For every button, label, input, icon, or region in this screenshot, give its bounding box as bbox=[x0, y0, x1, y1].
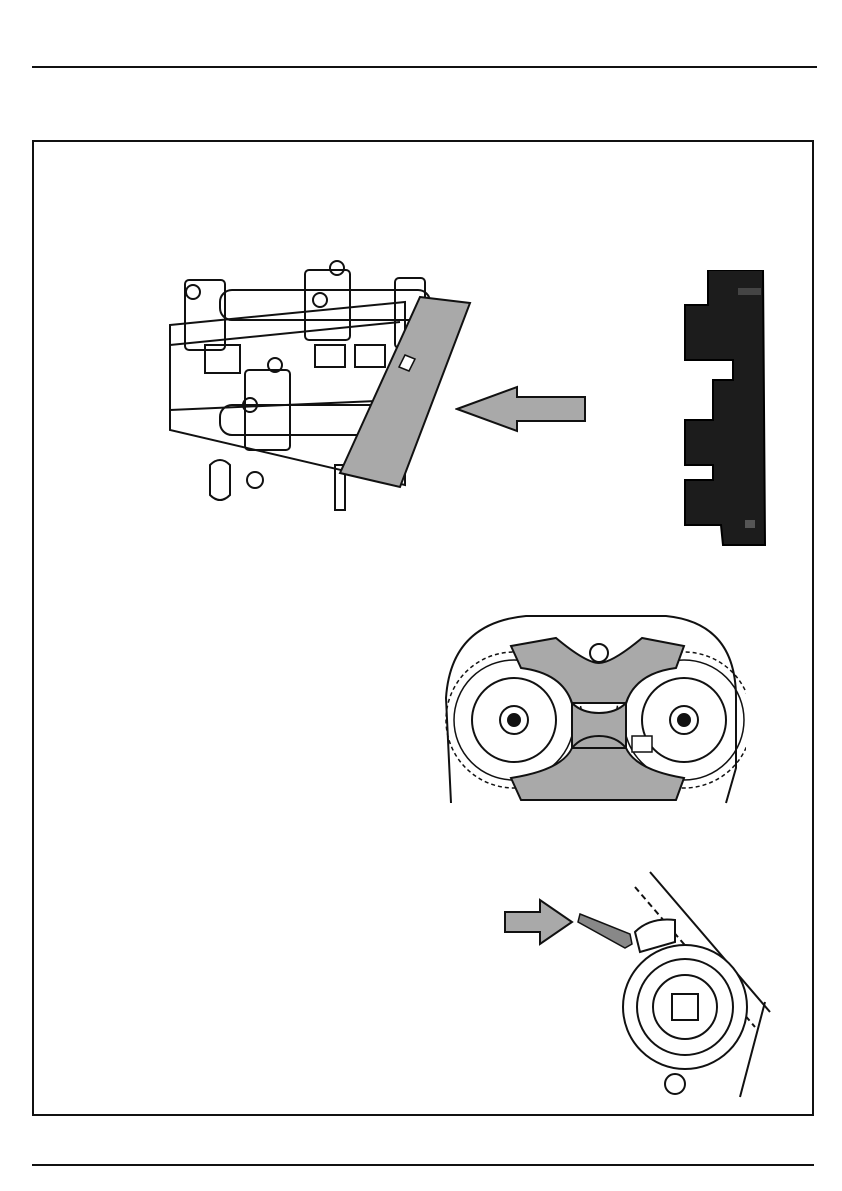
footer-rule bbox=[32, 1164, 814, 1166]
camshaft-locking-plate-figure bbox=[165, 250, 595, 525]
tensioner-pin-insertion-figure bbox=[500, 862, 780, 1102]
arrow-left-icon bbox=[455, 385, 590, 433]
cam-pulley-holding-tool-figure bbox=[436, 608, 746, 808]
header-rule bbox=[32, 66, 817, 68]
locking-bar-tool-figure bbox=[683, 270, 773, 550]
locking-plate-icon bbox=[335, 295, 475, 490]
tensioner-pulley-icon bbox=[500, 862, 780, 1102]
locking-pin-icon bbox=[578, 914, 632, 948]
arrow-right-icon bbox=[505, 900, 572, 944]
locking-bar-icon bbox=[683, 270, 773, 550]
timing-belt-icon bbox=[436, 608, 746, 808]
